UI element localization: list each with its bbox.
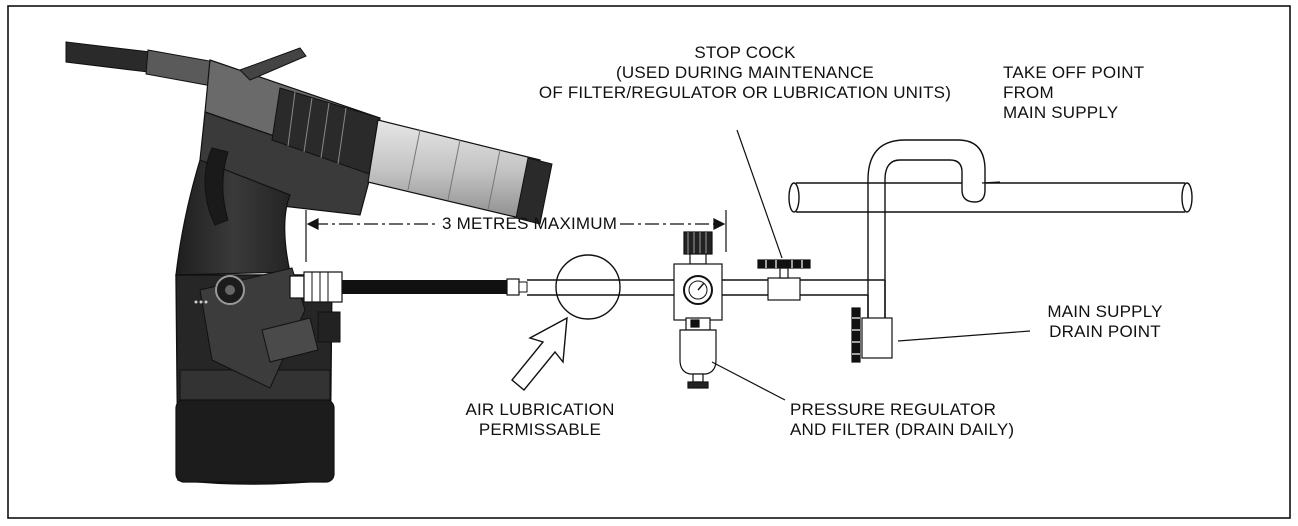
distance-label: 3 METRES MAXIMUM: [442, 214, 618, 233]
tool-nose-icon: [65, 41, 151, 73]
main-drain-line-1: MAIN SUPPLY: [1047, 302, 1163, 321]
stop-cock-line-1: STOP COCK: [694, 43, 796, 62]
lubricator-zone: [555, 254, 621, 320]
stop-cock-handle-icon: [757, 259, 811, 269]
lubrication-arrow-icon: [511, 316, 568, 391]
hose-fitting-icon: [289, 275, 305, 299]
stop-cock-label: STOP COCK (USED DURING MAINTENANCE OF FI…: [505, 43, 985, 103]
take-off-line-1: TAKE OFF POINT: [1003, 63, 1145, 82]
stop-cock-line-2: (USED DURING MAINTENANCE: [616, 63, 874, 82]
main-drain-line-2: DRAIN POINT: [1049, 322, 1161, 341]
filter-regulator: [673, 231, 723, 389]
distance-dimension: [305, 210, 727, 262]
trigger-icon: [204, 147, 229, 226]
stop-cock: [757, 259, 811, 301]
regulator-line-2: AND FILTER (DRAIN DAILY): [790, 420, 1015, 439]
diagram-frame: [7, 5, 1291, 519]
air-lubrication-line-1: AIR LUBRICATION: [465, 400, 615, 419]
leader-lines: [711, 129, 1031, 401]
rivet-tool: [65, 41, 553, 485]
regulator-line-1: PRESSURE REGULATOR: [790, 400, 997, 419]
regulator-label: PRESSURE REGULATOR AND FILTER (DRAIN DAI…: [790, 400, 1014, 440]
air-hose: [289, 271, 528, 303]
main-drain: [851, 307, 893, 363]
stop-cock-line-3: OF FILTER/REGULATOR OR LUBRICATION UNITS…: [538, 83, 952, 102]
take-off-line-2: FROM: [1003, 83, 1054, 102]
air-lubrication-label: AIR LUBRICATION PERMISSABLE: [440, 400, 640, 440]
drain-valve-icon: [851, 307, 861, 363]
take-off-line-3: MAIN SUPPLY: [1003, 103, 1119, 122]
air-lubrication-line-2: PERMISSABLE: [478, 420, 602, 439]
main-supply-pipe: [788, 139, 1193, 325]
main-drain-label: MAIN SUPPLY DRAIN POINT: [1030, 302, 1180, 342]
take-off-label: TAKE OFF POINT FROM MAIN SUPPLY: [1003, 63, 1144, 123]
filter-bowl-icon: [679, 329, 717, 375]
